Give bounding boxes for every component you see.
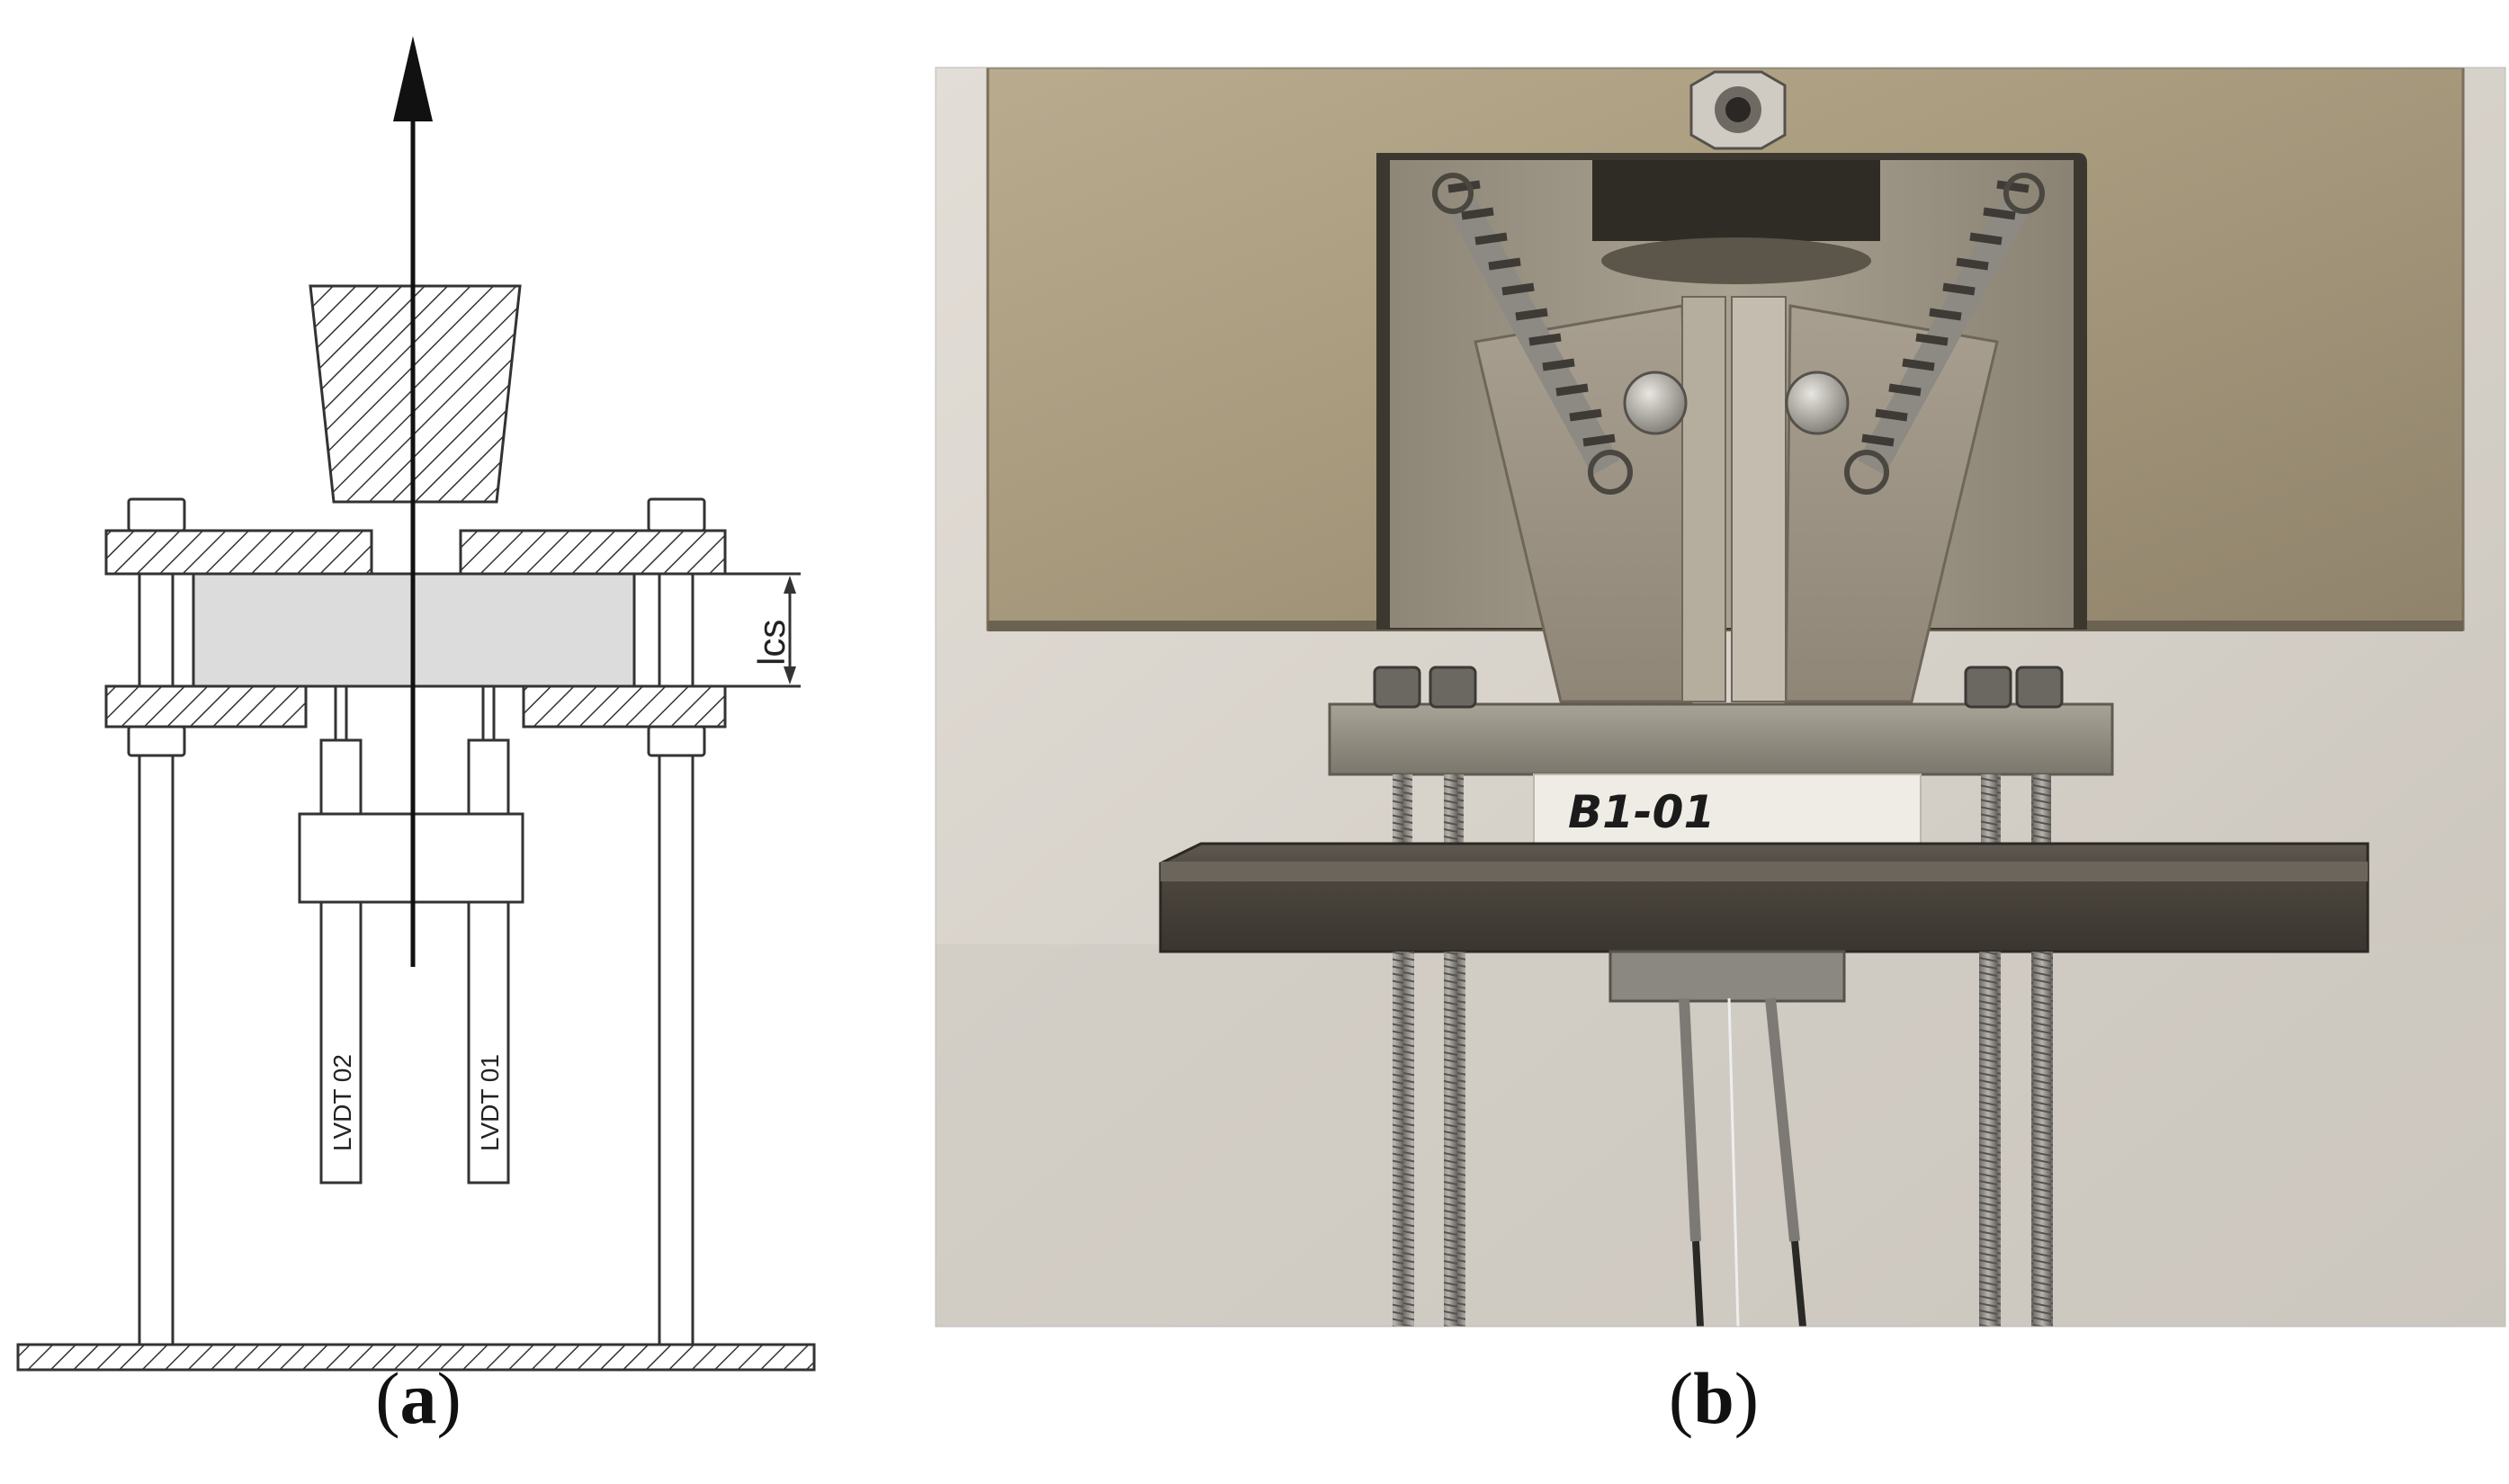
base-plate [16, 1343, 816, 1372]
nut-bottom-right [647, 725, 706, 757]
photo-rod-right-1 [1979, 952, 2001, 1327]
lower-steel-plate [1159, 842, 2370, 953]
caption-b: (b) [1668, 1357, 1760, 1439]
photo-rod-left-1 [1393, 952, 1414, 1327]
lvdt-02-label: LVDT 02 [328, 1054, 356, 1151]
upper-clamp-plate [1328, 702, 2114, 776]
specimen-label: B1-01 [1568, 786, 1715, 838]
photo-rod-right-2 [2031, 952, 2053, 1327]
schematic-diagram: LVDT 02 LVDT 01 lcs [16, 36, 816, 1372]
nut-bottom-left [127, 725, 186, 757]
spring-right [1844, 173, 2045, 495]
bolt-head-left-1 [1373, 666, 1421, 709]
lvdt-01-rod [481, 684, 496, 742]
right-rod [658, 499, 694, 1345]
lower-plate-left [104, 684, 308, 729]
lower-plate-right [522, 684, 727, 729]
caption-a: (a) [375, 1357, 461, 1439]
lvdt-01-label: LVDT 01 [476, 1054, 504, 1151]
lvdt-02-rod [334, 684, 348, 742]
top-nut [1689, 70, 1787, 150]
nut-top-right [647, 497, 706, 532]
test-setup-photo: B1-01 [936, 67, 2505, 1327]
photo-lvdt-left [1679, 997, 1704, 1327]
upper-plate-left [104, 529, 373, 576]
bolt-head-right-2 [2015, 666, 2064, 709]
dimension-lcs [725, 572, 801, 688]
bolt-head-right-1 [1964, 666, 2012, 709]
dimension-lcs-label: lcs [750, 620, 793, 666]
spring-left [1432, 173, 1633, 495]
load-arrow-head [393, 36, 433, 121]
left-rod [138, 499, 175, 1345]
grip-pin-right [1785, 371, 1850, 435]
bolt-head-left-2 [1429, 666, 1477, 709]
nut-top-left [127, 497, 186, 532]
sensor-clamp [1608, 950, 1846, 1003]
photo-lvdt-right [1765, 997, 1806, 1327]
photo-rod-left-2 [1444, 952, 1465, 1327]
grip-pin-left [1623, 371, 1688, 435]
upper-plate-right [459, 529, 727, 576]
